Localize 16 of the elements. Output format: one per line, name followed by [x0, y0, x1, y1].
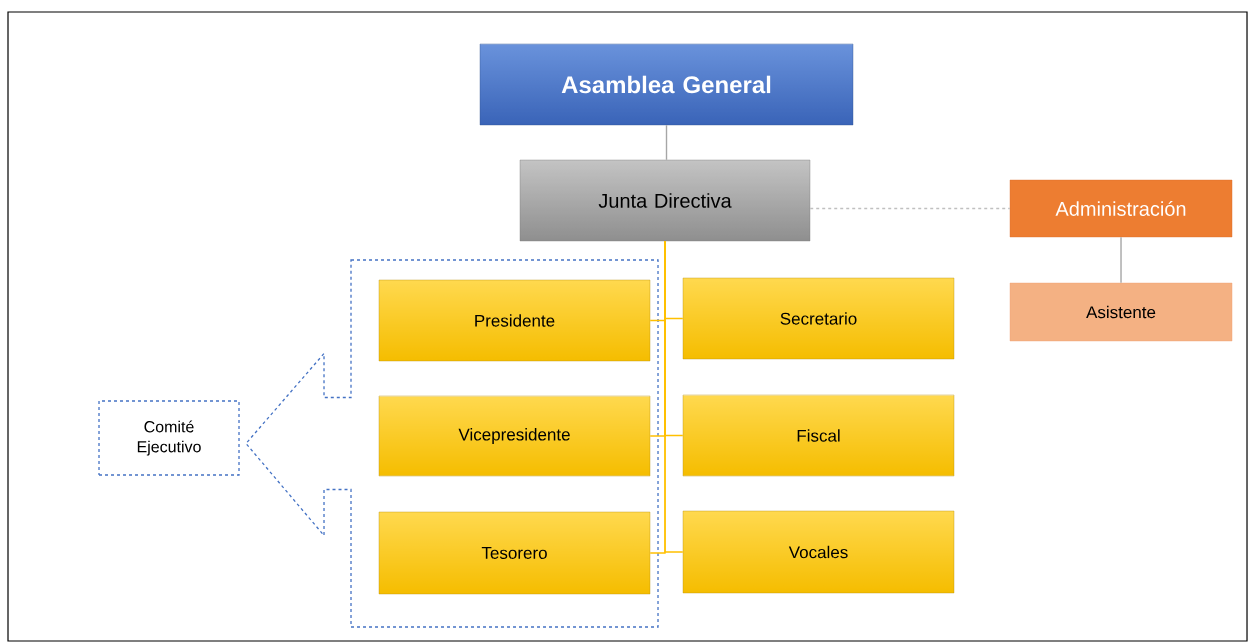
org-box: Fiscal — [682, 394, 955, 477]
org-box: Asistente — [1009, 282, 1233, 342]
group-label-box: Comité Ejecutivo — [98, 400, 240, 476]
connector-line — [664, 240, 684, 553]
org-box: Tesorero — [378, 511, 651, 595]
org-box: Vocales — [682, 510, 955, 594]
connector-line — [809, 207, 1011, 210]
org-box: Administración — [1009, 179, 1233, 238]
org-box: Secretario — [682, 277, 955, 360]
org-box: Presidente — [378, 279, 651, 362]
org-box: Asamblea General — [479, 43, 854, 126]
bracket-arrow — [245, 259, 659, 628]
org-box: Vicepresidente — [378, 395, 651, 477]
org-box: Junta Directiva — [519, 159, 811, 242]
connector-line — [1120, 236, 1122, 284]
connector-line — [665, 124, 668, 161]
